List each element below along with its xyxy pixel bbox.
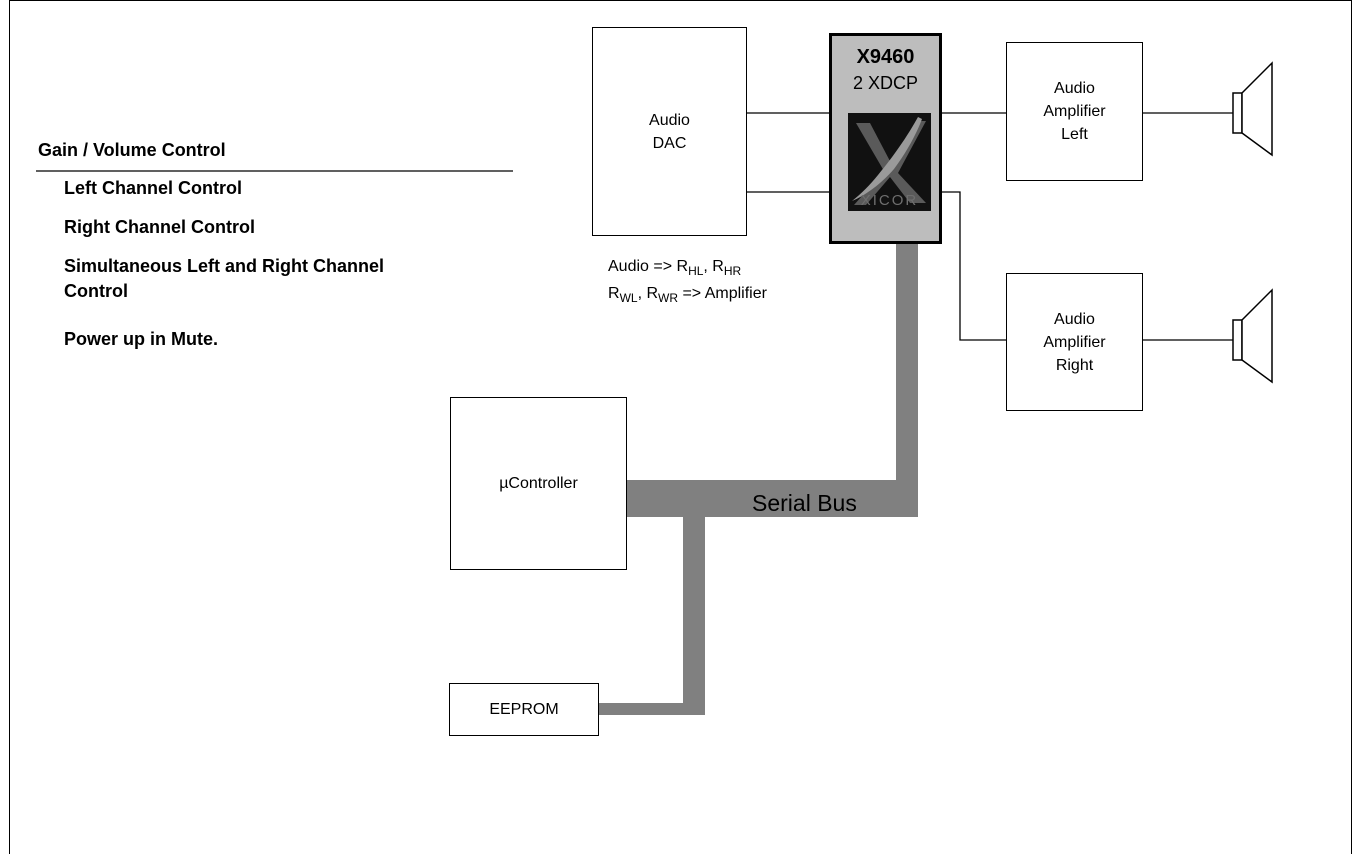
eeprom-block: EEPROM — [449, 683, 599, 736]
audio-amplifier-left-block: Audio Amplifier Left — [1006, 42, 1143, 181]
feature-item-right-channel: Right Channel Control — [64, 217, 255, 237]
note-sub-hl: HL — [688, 264, 704, 279]
note-sub-hr: HR — [723, 264, 742, 279]
speaker-left-icon — [1232, 61, 1273, 157]
x9460-chip-block: X9460 2 XDCP XICOR — [829, 33, 942, 244]
serial-bus-label: Serial Bus — [752, 490, 857, 516]
serial-bus-eeprom-drop — [683, 517, 705, 715]
chip-description: 2 XDCP — [852, 73, 919, 93]
amp-right-label-1: Audio — [1054, 310, 1095, 328]
note-audio-prefix: Audio => R — [608, 258, 689, 275]
audio-amplifier-right-block: Audio Amplifier Right — [1006, 273, 1143, 411]
eeprom-label: EEPROM — [489, 701, 559, 718]
chip-part-number: X9460 — [856, 46, 915, 68]
feature-heading: Gain / Volume Control — [38, 140, 226, 160]
xicor-logo: XICOR — [848, 113, 931, 211]
audio-dac-label-2: DAC — [652, 134, 687, 152]
feature-item-power-up-mute: Power up in Mute. — [64, 329, 219, 349]
chip-to-amp-right-wire — [942, 191, 1006, 341]
note-sub-wr: WR — [658, 291, 679, 306]
amp-left-label-3: Left — [1061, 126, 1088, 143]
amp-left-label-1: Audio — [1054, 80, 1095, 97]
amp-right-label-3: Right — [1055, 356, 1094, 374]
audio-dac-block: Audio DAC — [592, 27, 747, 236]
xicor-logo-text: XICOR — [860, 192, 919, 209]
ucontroller-label: µController — [499, 475, 578, 492]
feature-item-simultaneous-cont: Control — [64, 281, 128, 301]
figure-frame — [9, 0, 1352, 854]
speaker-right-icon — [1232, 288, 1273, 384]
note-sub-wl: WL — [619, 291, 638, 306]
xicor-logo-mark-icon — [852, 117, 926, 205]
note-comma-2: , R — [637, 285, 659, 302]
feature-item-left-channel: Left Channel Control — [64, 178, 242, 198]
serial-bus-eeprom-branch — [598, 703, 705, 715]
note-comma-1: , R — [703, 258, 724, 275]
amp-right-label-2: Amplifier — [1043, 333, 1106, 351]
amp-left-label-2: Amplifier — [1043, 103, 1106, 120]
ucontroller-block: µController — [450, 397, 627, 570]
connection-note-line-2: RWL, RWR => Amplifier — [608, 285, 767, 305]
note-r-1: R — [608, 285, 620, 302]
feature-item-simultaneous: Simultaneous Left and Right Channel — [64, 256, 385, 276]
audio-dac-label-1: Audio — [649, 111, 690, 129]
note-amplifier-suffix: => Amplifier — [678, 285, 767, 302]
serial-bus-main — [626, 480, 918, 517]
serial-bus-chip-drop — [896, 244, 918, 517]
connection-note-line-1: Audio => RHL, RHR — [608, 258, 741, 278]
